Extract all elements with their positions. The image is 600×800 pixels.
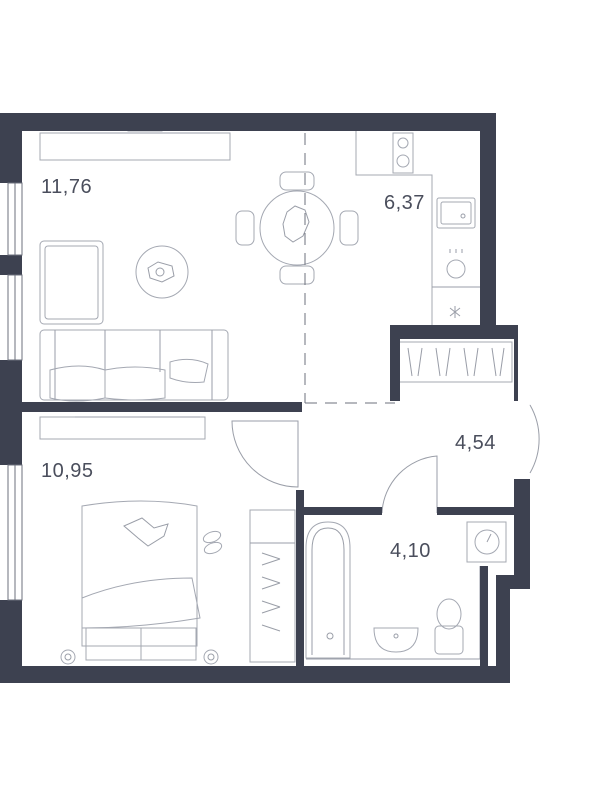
furniture-layer [39,127,513,665]
washbasin-icon [373,627,419,653]
kitchen-counter [355,131,480,331]
door-swings [231,133,540,514]
stove-icon [392,132,414,174]
dining-table-icon [235,171,359,285]
armchair [39,240,104,325]
fridge-icon [449,306,461,318]
kitchen-area: 6,37 [384,192,425,214]
washer-icon [446,249,466,279]
boiler-icon [466,521,507,563]
slippers-icon [202,530,223,555]
sofa-icon [39,329,229,402]
bedroom-area: 10,95 [41,460,94,482]
walls [0,113,530,683]
bedroom-tv [39,416,206,440]
sink-icon [436,197,476,229]
living-room-area: 11,76 [41,176,93,198]
wardrobe-icon [397,341,513,383]
windows [7,182,23,601]
bedroom-closet [249,509,296,663]
nightstand-fans [60,649,219,665]
coffee-table [135,245,189,299]
hall-area: 4,54 [455,432,496,454]
bathtub-icon [305,521,351,659]
bathroom-area: 4,10 [390,540,431,562]
toilet-icon [434,598,464,655]
tv-icon [39,127,231,161]
bed-icon [81,500,201,661]
